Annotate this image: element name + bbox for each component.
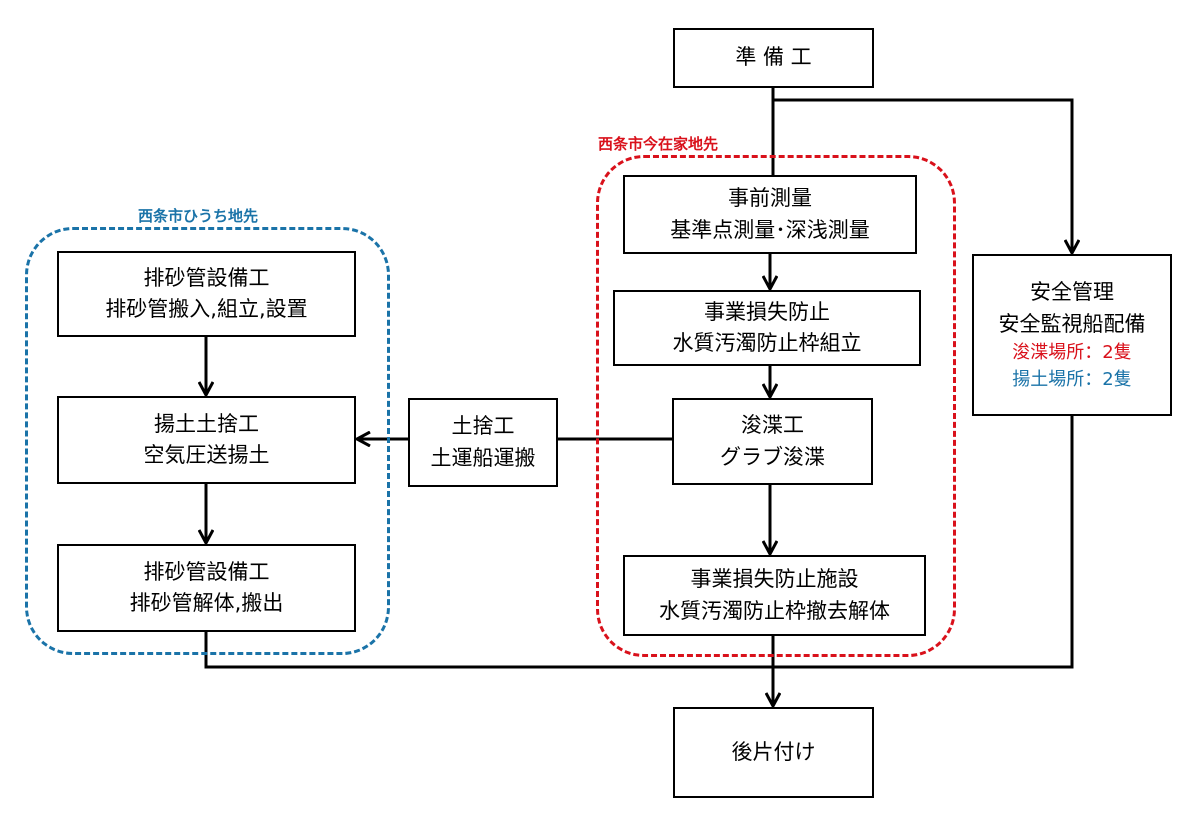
- node-ageto: 揚土土捨工 空気圧送揚土: [57, 396, 356, 484]
- node-atokatazuke: 後片付け: [673, 707, 874, 798]
- node-haisa-kaitai-line2: 排砂管解体,搬出: [129, 591, 284, 615]
- node-sonshitsu-line1: 事業損失防止: [704, 299, 830, 324]
- node-junbi: 準 備 工: [673, 28, 874, 88]
- node-shunsetsu-line2: グラブ浚渫: [720, 444, 825, 469]
- node-sonshitsu: 事業損失防止 水質汚濁防止枠組立: [613, 290, 921, 366]
- node-ageto-line2: 空気圧送揚土: [143, 443, 270, 467]
- node-dosute-line1: 土捨工: [451, 414, 515, 438]
- node-junbi-label: 準 備 工: [735, 45, 812, 70]
- node-sonshitsu-line2: 水質汚濁防止枠組立: [672, 331, 862, 355]
- node-ageto-line1: 揚土土捨工: [154, 411, 259, 436]
- node-anzen-note-red: 浚渫場所：2隻: [1012, 342, 1132, 364]
- node-anzen-line1: 安全管理: [1030, 280, 1114, 305]
- node-tesshu-line1: 事業損失防止施設: [690, 567, 859, 591]
- node-haisa-kaitai: 排砂管設備工 排砂管解体,搬出: [57, 544, 356, 632]
- group-hiuchi-label: 西条市ひうち地先: [138, 207, 259, 225]
- node-haisa-setchi-line1: 排砂管設備工: [143, 265, 270, 290]
- node-haisa-setchi: 排砂管設備工 排砂管搬入,組立,設置: [57, 251, 356, 337]
- node-atokatazuke-label: 後片付け: [731, 739, 816, 764]
- node-sokuryo: 事前測量 基準点測量･深浅測量: [623, 175, 917, 254]
- group-hiuchi: [25, 227, 390, 655]
- node-tesshu-line2: 水質汚濁防止枠撤去解体: [659, 598, 890, 623]
- node-shunsetsu: 浚渫工 グラブ浚渫: [672, 398, 873, 485]
- node-shunsetsu-line1: 浚渫工: [741, 413, 804, 437]
- node-tesshu: 事業損失防止施設 水質汚濁防止枠撤去解体: [623, 555, 926, 636]
- node-dosute-line2: 土運船運搬: [430, 445, 536, 470]
- group-imazaike-label: 西条市今在家地先: [598, 135, 719, 153]
- node-sokuryo-line2: 基準点測量･深浅測量: [670, 217, 870, 242]
- node-haisa-kaitai-line1: 排砂管設備工: [143, 559, 270, 584]
- node-sokuryo-line1: 事前測量: [728, 186, 812, 210]
- node-anzen-note-blue: 揚土場所：2隻: [1012, 368, 1132, 390]
- node-dosute: 土捨工 土運船運搬: [408, 398, 558, 487]
- line-anzen-to-merge: [773, 416, 1074, 669]
- arrow-junbi-to-anzen: [773, 98, 1072, 252]
- node-haisa-setchi-line2: 排砂管搬入,組立,設置: [105, 297, 308, 321]
- line-haisa-kaitai-to-merge: [204, 632, 773, 669]
- group-imazaike: [596, 155, 956, 657]
- node-anzen: 安全管理 安全監視船配備 浚渫場所：2隻 揚土場所：2隻: [972, 254, 1172, 416]
- node-anzen-line2: 安全監視船配備: [998, 311, 1146, 336]
